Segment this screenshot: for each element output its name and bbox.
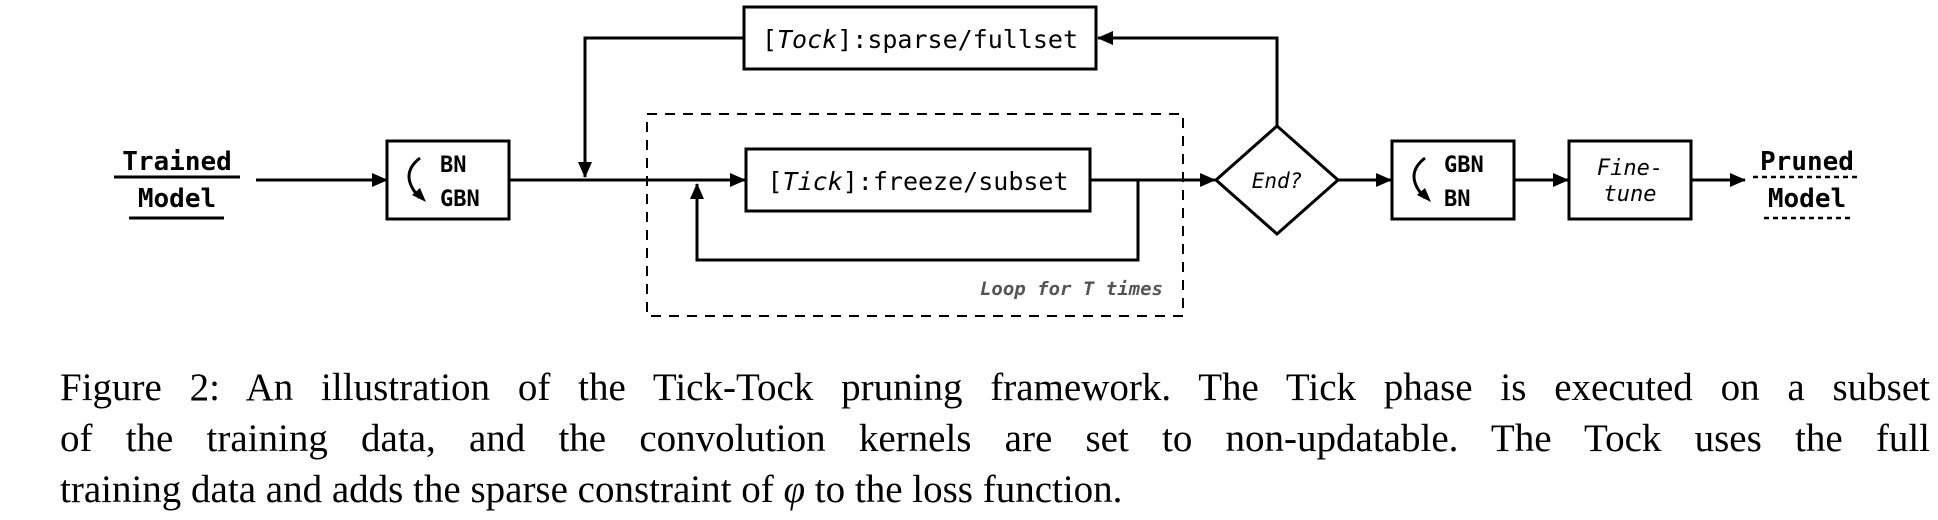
tick-name: Tick bbox=[783, 167, 843, 196]
bn-to-gbn-box: BN GBN bbox=[385, 139, 511, 221]
gbn-out-label: GBN bbox=[1444, 153, 1484, 178]
tick-loop-region bbox=[646, 113, 1184, 317]
finetune-rect bbox=[1567, 139, 1693, 221]
caption-line-1: Figure 2: An illustration of the Tick-To… bbox=[60, 366, 1930, 409]
figure-caption: Figure 2: An illustration of the Tick-To… bbox=[60, 362, 1930, 515]
finetune-line1: Fine- bbox=[1597, 156, 1663, 181]
finetune-box: Fine- tune bbox=[1567, 139, 1693, 221]
output-pruned-model: Pruned Model bbox=[1753, 147, 1861, 220]
tick-suffix: ]:freeze/subset bbox=[843, 167, 1069, 196]
end-decision: End? bbox=[1213, 123, 1341, 237]
tick-label: [Tick]:freeze/subset bbox=[767, 167, 1068, 196]
tock-label: [Tock]:sparse/fullset bbox=[762, 25, 1078, 54]
output-label-line2: Model bbox=[1768, 184, 1846, 214]
bn-label: BN bbox=[440, 153, 467, 178]
input-trained-model: Trained Model bbox=[114, 147, 240, 220]
end-label: End? bbox=[1252, 169, 1303, 193]
tick-prefix: [ bbox=[767, 167, 782, 196]
arrow-tick-loop bbox=[690, 180, 1140, 262]
tock-prefix: [ bbox=[762, 25, 777, 54]
tock-suffix: ]:sparse/fullset bbox=[837, 25, 1078, 54]
loop-label: Loop for T times bbox=[980, 278, 1163, 300]
bn-to-gbn-rect bbox=[385, 139, 511, 221]
arrow-tock-to-main bbox=[578, 36, 744, 178]
gbn-to-bn-box: GBN BN bbox=[1390, 139, 1516, 221]
bn-out-label: BN bbox=[1444, 187, 1471, 212]
output-label-line1: Pruned bbox=[1760, 147, 1854, 177]
arrow-end-to-tock bbox=[1097, 31, 1279, 126]
phi-symbol: φ bbox=[783, 468, 806, 511]
caption-line-3-end: to the loss function. bbox=[805, 468, 1123, 511]
input-label-line1: Trained bbox=[122, 147, 232, 177]
tock-name: Tock bbox=[777, 25, 837, 54]
gbn-to-bn-rect bbox=[1390, 139, 1516, 221]
caption-line-2: of the training data, and the convolutio… bbox=[60, 417, 1930, 460]
caption-line-3: training data and adds the sparse constr… bbox=[60, 464, 1930, 515]
finetune-line2: tune bbox=[1604, 182, 1657, 207]
swap-back-arrowhead-icon bbox=[1417, 188, 1431, 202]
tick-rect bbox=[744, 147, 1092, 213]
gbn-label: GBN bbox=[440, 187, 480, 212]
input-label-line2: Model bbox=[138, 184, 216, 214]
caption-line-3-start: training data and adds the sparse constr… bbox=[60, 468, 784, 511]
tock-box: [Tock]:sparse/fullset bbox=[742, 5, 1098, 71]
tock-rect bbox=[742, 5, 1098, 71]
tick-tock-diagram: Trained Model BN GBN [Tock]:sparse/fulls… bbox=[114, 5, 1861, 317]
swap-arrowhead-icon bbox=[412, 188, 426, 202]
end-diamond bbox=[1213, 123, 1341, 237]
tick-box: [Tick]:freeze/subset bbox=[744, 147, 1092, 213]
